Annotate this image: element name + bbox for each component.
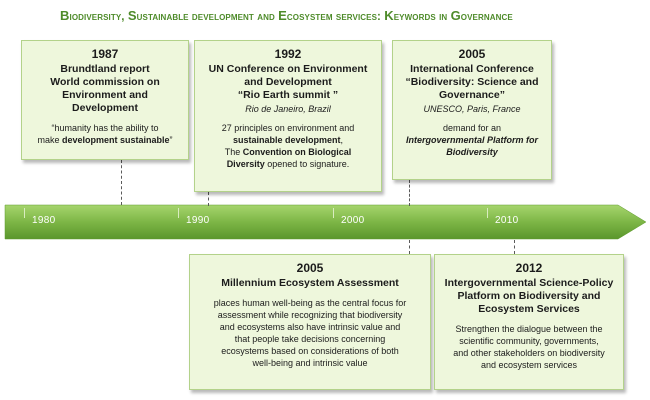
event-text-line: Strengthen the dialogue between the: [455, 324, 603, 334]
event-text-line: and ecosystems also have intrinsic value…: [219, 322, 401, 332]
event-location: Rio de Janeiro, Brazil: [245, 104, 331, 114]
event-year: 2005: [296, 261, 324, 275]
connector-1987: [121, 160, 122, 205]
timeline-arrow: [4, 204, 647, 240]
event-heading-line: Governance”: [439, 89, 505, 101]
event-text-line: places human well-being as the central f…: [213, 298, 407, 308]
event-text-line: well-being and intrinsic value: [252, 358, 368, 368]
tick-2010: [487, 208, 488, 218]
event-year: 1992: [274, 47, 302, 61]
tick-1990: [178, 208, 179, 218]
event-text-line: sustainable development,: [232, 135, 344, 145]
event-heading-line: Millennium Ecosystem Assessment: [221, 277, 399, 289]
event-quote-line: make development sustainable”: [37, 135, 173, 145]
diagram-title: Biodiversity, Sustainable development an…: [60, 8, 513, 23]
event-heading-line: World commission on: [50, 76, 160, 88]
connector-2005b: [409, 240, 410, 254]
event-text-line: that people take decisions concerning: [234, 334, 386, 344]
event-card-2005-millennium: 2005 Millennium Ecosystem Assessment pla…: [189, 254, 431, 390]
tick-2000: [333, 208, 334, 218]
decade-label-1990: 1990: [186, 215, 210, 226]
event-heading-line: and Development: [244, 76, 332, 88]
event-year: 2005: [458, 47, 486, 61]
decade-label-2010: 2010: [495, 215, 519, 226]
decade-label-1980: 1980: [32, 215, 56, 226]
event-text-line: demand for an: [442, 123, 502, 133]
connector-2012: [514, 240, 515, 254]
decade-label-2000: 2000: [341, 215, 365, 226]
event-heading-line: Ecosystem Services: [478, 303, 580, 315]
event-text-line: and other stakeholders on biodiversity: [453, 348, 605, 358]
event-text-line: ecosystems based on considerations of bo…: [221, 346, 399, 356]
event-location: UNESCO, Paris, France: [423, 104, 521, 114]
event-heading-line: Brundtland report: [60, 63, 150, 75]
event-text-line: Intergovernmental Platform for: [405, 135, 539, 145]
event-heading-line: UN Conference on Environment: [208, 63, 368, 75]
connector-1992: [208, 192, 209, 206]
event-heading-line: Platform on Biodiversity and: [457, 290, 601, 302]
event-text-line: and ecosystem services: [480, 360, 578, 370]
event-heading-line: Environment and: [62, 89, 148, 101]
event-text-line: Biodiversity: [446, 147, 498, 157]
event-text-line: scientific community, governments,: [459, 336, 599, 346]
event-card-1987: 1987 Brundtland report World commission …: [21, 40, 189, 160]
event-heading-line: Intergovernmental Science-Policy: [444, 277, 614, 289]
event-text-line: assessment while recognizing that biodiv…: [217, 310, 403, 320]
tick-1980: [24, 208, 25, 218]
event-heading-line: International Conference: [410, 63, 534, 75]
event-card-2005-conference: 2005 International Conference “Biodivers…: [392, 40, 552, 180]
event-text-line: Diversity opened to signature.: [226, 159, 350, 169]
event-year: 1987: [91, 47, 119, 61]
event-text-line: 27 principles on environment and: [221, 123, 355, 133]
event-heading-line: “Biodiversity: Science and: [405, 76, 539, 88]
event-text-line: The Convention on Biological: [224, 147, 352, 157]
event-year: 2012: [515, 261, 543, 275]
event-card-2012: 2012 Intergovernmental Science-Policy Pl…: [434, 254, 624, 390]
event-heading-line: “Rio Earth summit ”: [237, 89, 339, 101]
event-card-1992: 1992 UN Conference on Environment and De…: [194, 40, 382, 192]
event-quote-line: “humanity has the ability to: [51, 123, 159, 133]
connector-2005a: [409, 180, 410, 206]
event-heading-line: Development: [72, 102, 138, 114]
